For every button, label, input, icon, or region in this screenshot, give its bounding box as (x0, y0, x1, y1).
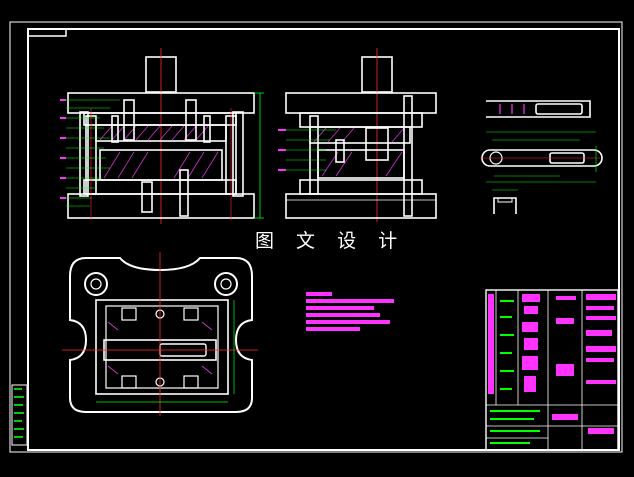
plan-view-lower-die (62, 252, 258, 416)
binding-margin-strip (11, 384, 28, 446)
watermark: 图 文 设 计 (255, 230, 406, 252)
part-detail-view (480, 100, 603, 214)
parts-list-title-block (485, 289, 619, 451)
top-left-label-box (28, 29, 67, 37)
technical-requirements-notes (306, 292, 394, 331)
outer-sheet-frame (9, 21, 623, 453)
side-section-view (278, 48, 437, 222)
front-section-view (60, 48, 264, 224)
inner-drawing-frame (27, 28, 620, 451)
